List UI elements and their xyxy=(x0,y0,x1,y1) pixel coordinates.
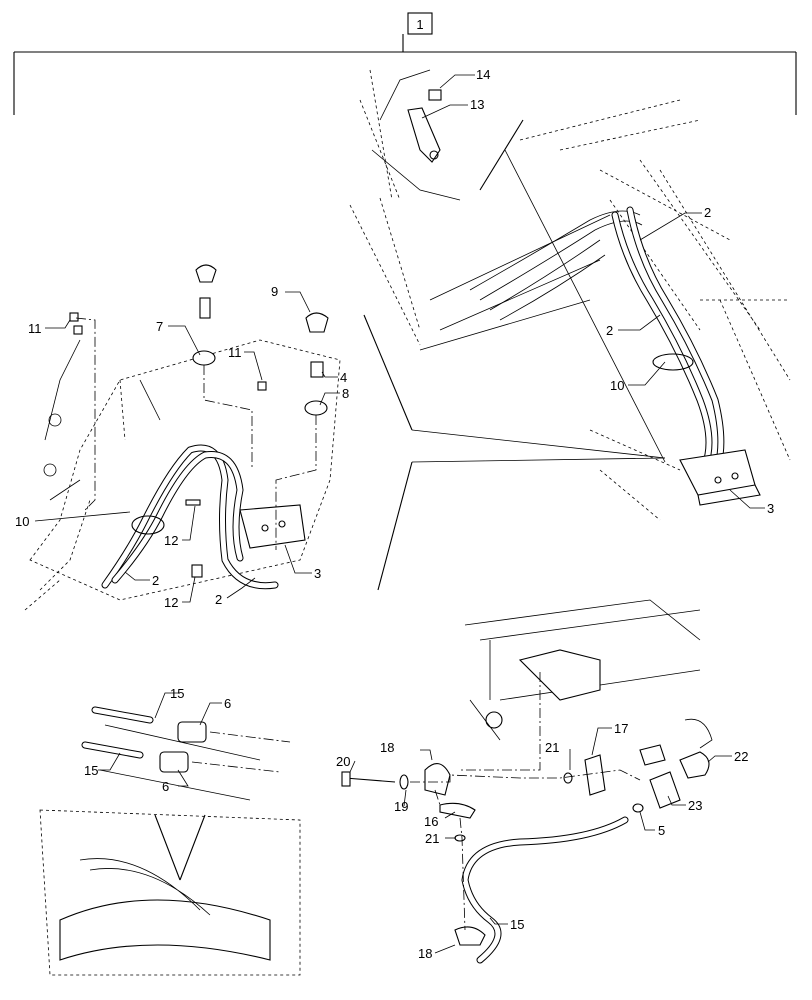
callout-9: 9 xyxy=(271,284,278,299)
callout-12: 12 xyxy=(164,533,178,548)
callout-3: 3 xyxy=(767,501,774,516)
callout-19: 19 xyxy=(394,799,408,814)
callout-20: 20 xyxy=(336,754,350,769)
callout-15: 15 xyxy=(84,763,98,778)
callout-10: 10 xyxy=(15,514,29,529)
callout-13: 13 xyxy=(470,97,484,112)
callout-6: 6 xyxy=(224,696,231,711)
callout-2: 2 xyxy=(152,573,159,588)
upper-right-view xyxy=(349,69,791,591)
callout-14: 14 xyxy=(476,67,490,82)
assembly-bracket: 1 xyxy=(13,12,797,115)
callout-18: 18 xyxy=(418,946,432,961)
main-item-label: 1 xyxy=(416,17,423,32)
detail-hose-sleeves xyxy=(39,706,301,976)
callout-16: 16 xyxy=(424,814,438,829)
callout-10: 10 xyxy=(610,378,624,393)
callout-18: 18 xyxy=(380,740,394,755)
callout-8: 8 xyxy=(342,386,349,401)
callout-17: 17 xyxy=(614,721,628,736)
callout-11: 11 xyxy=(28,321,42,336)
callout-15: 15 xyxy=(170,686,184,701)
leader-lines xyxy=(34,74,765,954)
callout-15: 15 xyxy=(510,917,524,932)
left-exploded-view xyxy=(24,264,341,611)
callout-23: 23 xyxy=(688,798,702,813)
bottom-right-view xyxy=(341,599,713,964)
callout-2: 2 xyxy=(704,205,711,220)
callout-5: 5 xyxy=(658,823,665,838)
callout-3: 3 xyxy=(314,566,321,581)
callout-2: 2 xyxy=(606,323,613,338)
callout-labels: 14 13 2 2 10 3 9 11 7 11 4 8 10 12 12 2 … xyxy=(15,67,774,961)
callout-6: 6 xyxy=(162,779,169,794)
callout-12: 12 xyxy=(164,595,178,610)
callout-21: 21 xyxy=(425,831,439,846)
callout-21: 21 xyxy=(545,740,559,755)
bolt-14 xyxy=(428,89,442,101)
callout-2: 2 xyxy=(215,592,222,607)
callout-7: 7 xyxy=(156,319,163,334)
callout-4: 4 xyxy=(340,370,347,385)
callout-11: 11 xyxy=(228,345,242,360)
callout-22: 22 xyxy=(734,749,748,764)
